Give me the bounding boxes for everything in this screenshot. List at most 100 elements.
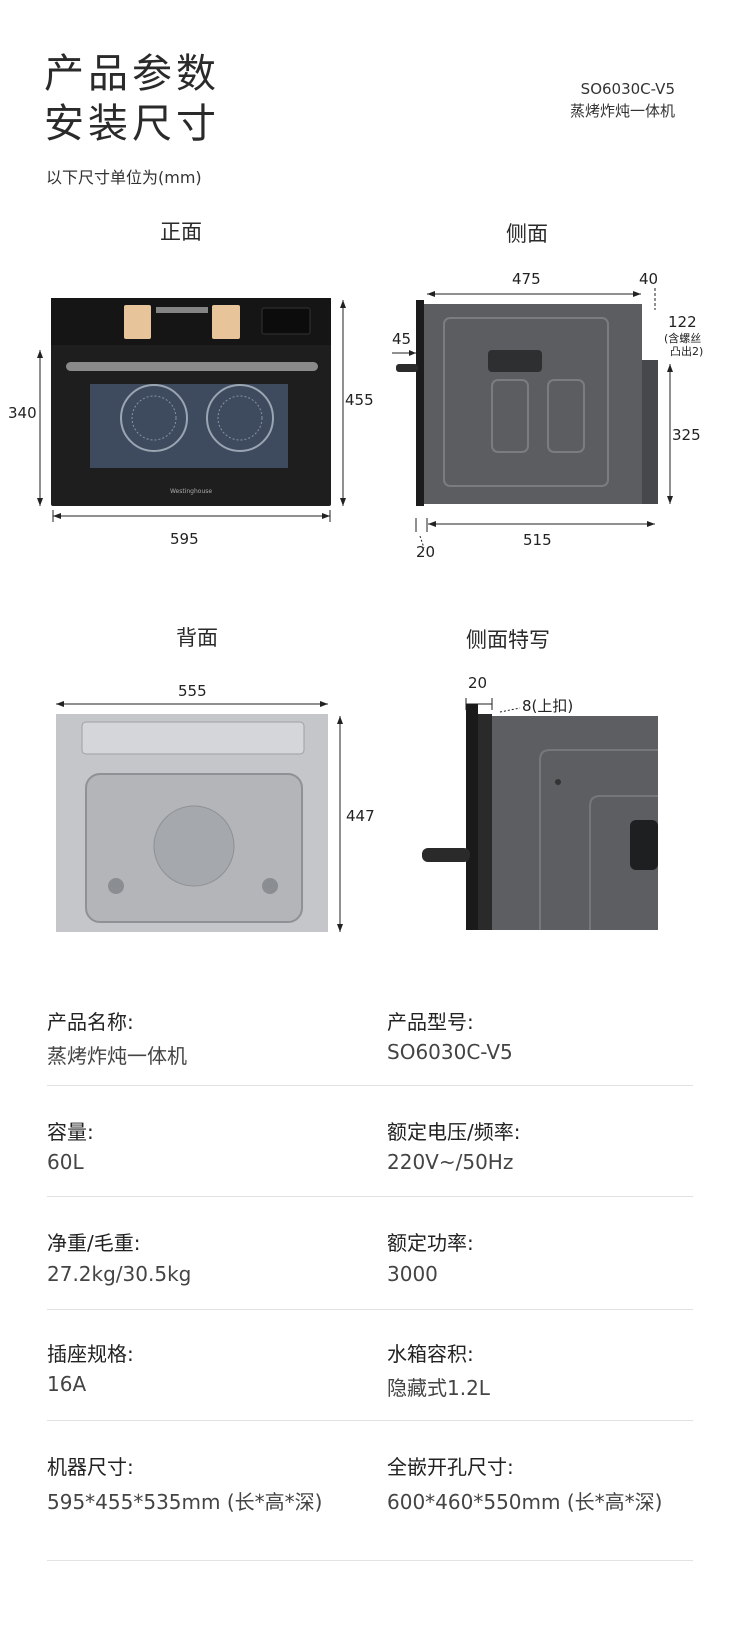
dim-front-width: 595 (170, 530, 199, 548)
arrow-340-bottom (37, 498, 43, 506)
page-title-line1: 产品参数 (44, 51, 220, 97)
dim-closeup-clip: 8(上扣) (522, 697, 573, 715)
side-emboss-right (547, 379, 585, 453)
spec-tank-label: 水箱容积: (387, 1342, 474, 1366)
arrow-340-top (37, 350, 43, 358)
dim-back-width: 555 (178, 682, 207, 700)
back-screw-left (108, 878, 124, 894)
closeup-body (492, 716, 658, 930)
unit-note: 以下尺寸单位为(mm) (46, 168, 202, 187)
arrow-475-right (633, 291, 641, 297)
display-tile-right (212, 305, 240, 339)
spec-machine-size-value: 595*455*535mm (长*高*深) (47, 1490, 323, 1514)
fan-right (206, 384, 274, 452)
arrow-595-right (322, 513, 330, 519)
spec-machine-size-label: 机器尺寸: (47, 1455, 134, 1479)
side-rear-step (642, 360, 658, 504)
closeup-vent (630, 820, 658, 870)
arrow-455-bottom (340, 498, 346, 506)
dim-side-back-offset: 40 (639, 270, 658, 288)
dim-front-height-inner: 340 (8, 404, 37, 422)
dim-side-bottom-front: 20 (416, 543, 435, 561)
dim-side-rear-height: 325 (672, 426, 701, 444)
dim-back-height: 447 (346, 807, 375, 825)
spec-model-label: 产品型号: (387, 1010, 474, 1034)
arrow-555-left (56, 701, 64, 707)
view-label-side: 侧面 (506, 222, 548, 246)
arrow-325-top (667, 364, 673, 372)
spec-voltage-value: 220V~/50Hz (387, 1150, 514, 1174)
dim-side-bottom-depth: 515 (523, 531, 552, 549)
spec-weight-value: 27.2kg/30.5kg (47, 1262, 192, 1286)
back-fan-grille (153, 805, 235, 887)
closeup-frame (478, 714, 492, 930)
closeup-handle (422, 848, 470, 862)
closeup-screw (555, 779, 561, 785)
arrow-515-right (647, 521, 655, 527)
spec-divider-5 (47, 1560, 693, 1561)
spec-capacity-value: 60L (47, 1150, 84, 1174)
oven-window (90, 384, 288, 468)
dim-front-height-total: 455 (345, 391, 374, 409)
closeup-emboss (539, 749, 658, 930)
spec-socket-label: 插座规格: (47, 1342, 134, 1366)
side-vent (488, 350, 542, 372)
arrow-555-right (320, 701, 328, 707)
spec-cutout-size-value: 600*460*550mm (长*高*深) (387, 1490, 663, 1514)
fan-left-inner (131, 395, 177, 441)
arrow-455-top (340, 300, 346, 308)
closeup-diagram: 20 8(上扣) (422, 674, 658, 930)
spec-cutout-size-label: 全嵌开孔尺寸: (387, 1455, 514, 1479)
arrow-475-left (427, 291, 435, 297)
front-brand-label: Westinghouse (170, 488, 212, 495)
side-view-diagram: 475 40 45 122 (含螺丝 凸出2) 325 20 515 (392, 270, 703, 561)
spec-weight-label: 净重/毛重: (47, 1231, 141, 1255)
dim-side-screw-note2: 凸出2) (670, 344, 703, 358)
spec-voltage-label: 额定电压/频率: (387, 1120, 521, 1144)
leader-clip (499, 707, 521, 713)
back-view-diagram: 555 447 (56, 682, 375, 932)
spec-power-label: 额定功率: (387, 1231, 474, 1255)
arrow-447-bottom (337, 924, 343, 932)
page-title-line2: 安装尺寸 (44, 101, 220, 147)
back-vent-box (81, 721, 305, 755)
spec-socket-value: 16A (47, 1372, 87, 1396)
view-label-back: 背面 (176, 626, 218, 650)
door-handle (66, 362, 318, 371)
arrow-325-bottom (667, 496, 673, 504)
spec-divider-4 (47, 1420, 693, 1421)
display-time (156, 307, 208, 313)
spec-tank-value: 隐藏式1.2L (387, 1376, 490, 1400)
spec-product-name-value: 蒸烤炸炖一体机 (47, 1044, 187, 1068)
arrow-515-left (428, 521, 436, 527)
dim-side-screw-height: 122 (668, 313, 697, 331)
display-tile-left (124, 305, 151, 339)
fan-right-inner (217, 395, 263, 441)
dim-side-front-offset: 45 (392, 330, 411, 348)
fan-left (120, 384, 188, 452)
header-model: SO6030C-V5 (580, 80, 675, 98)
view-label-closeup: 侧面特写 (466, 628, 550, 652)
back-screw-right (262, 878, 278, 894)
spec-divider-2 (47, 1196, 693, 1197)
spec-capacity-label: 容量: (47, 1120, 94, 1144)
view-label-front: 正面 (160, 220, 202, 244)
side-door-edge (416, 300, 424, 506)
side-handle (396, 364, 418, 372)
spec-power-value: 3000 (387, 1262, 438, 1286)
arrow-595-left (53, 513, 61, 519)
closeup-door (466, 704, 478, 930)
dim-closeup-thickness: 20 (468, 674, 487, 692)
spec-product-name-label: 产品名称: (47, 1010, 134, 1034)
arrow-45 (409, 350, 416, 356)
side-emboss-left (491, 379, 529, 453)
dim-side-screw-note1: (含螺丝 (664, 331, 701, 345)
dim-side-depth-top: 475 (512, 270, 541, 288)
header-product-type: 蒸烤炸炖一体机 (569, 102, 675, 120)
spec-divider-1 (47, 1085, 693, 1086)
side-body (424, 304, 642, 504)
side-panel-outline (443, 317, 609, 487)
spec-divider-3 (47, 1309, 693, 1310)
water-tank-panel (261, 307, 311, 335)
arrow-447-top (337, 716, 343, 724)
